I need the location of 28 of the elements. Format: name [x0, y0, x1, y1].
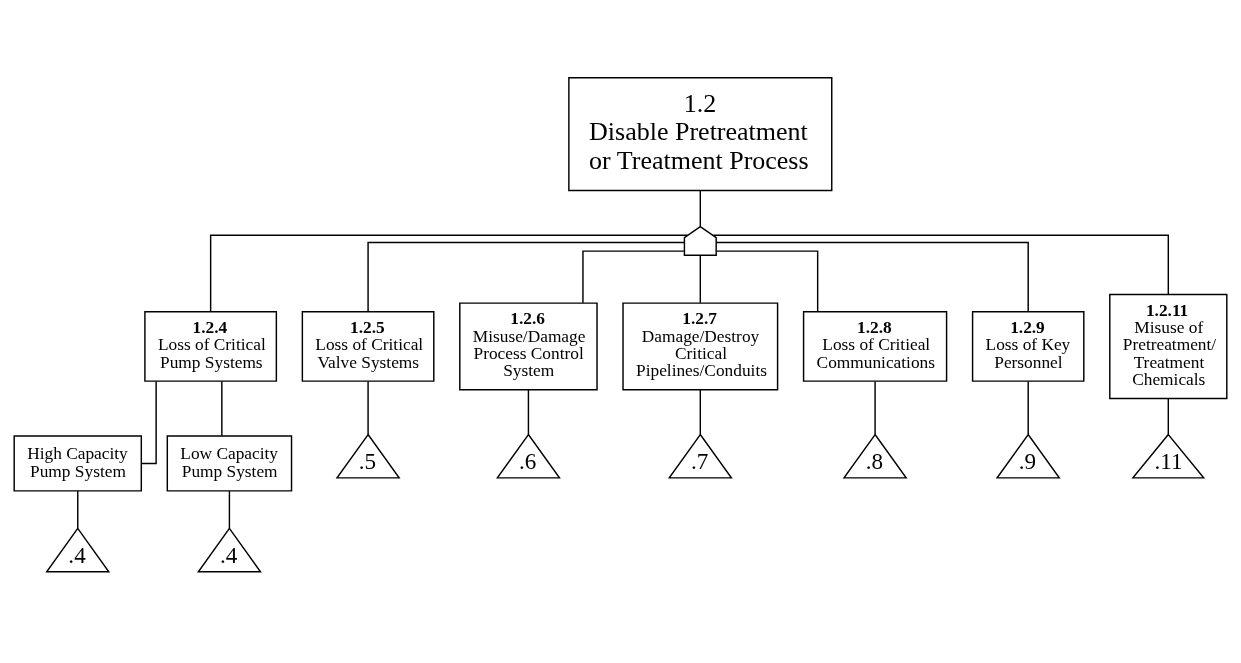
connector: [228, 489, 231, 529]
connector: [699, 254, 702, 303]
node-box: High Capacity Pump System: [13, 434, 143, 492]
connector: [582, 249, 685, 303]
connector: [221, 380, 223, 437]
node-box: 1.2.4 Loss of Critical Pump Systems: [144, 310, 278, 382]
connector: [1027, 380, 1029, 435]
node-box: 1.2.7 Damage/Destroy Critical Pipelines/Conduits: [622, 301, 779, 390]
node-box: Low Capacity Pump System: [166, 434, 293, 492]
connector: [367, 241, 685, 312]
connector: [699, 388, 702, 435]
connector: [699, 189, 702, 227]
connector: [1167, 397, 1170, 435]
node-box: 1.2.5 Loss of Critical Valve Systems: [301, 310, 435, 382]
node-box: 1.2.6 Misuse/Damage Process Control System: [459, 301, 598, 390]
connector: [77, 489, 79, 529]
node-box: 1.2.11 Misuse of Pretreatment/ Treatment Chemicals: [1109, 293, 1228, 399]
connector: [712, 234, 1170, 295]
node-box: 1.2 Disable Pretreatment or Treatment Process: [568, 76, 833, 191]
connector: [715, 249, 819, 312]
connector: [527, 388, 530, 435]
connector: [715, 241, 1029, 312]
connector: [874, 380, 876, 435]
connector: [209, 234, 689, 312]
node-box: 1.2.9 Loss of Key Personnel: [971, 310, 1085, 382]
node-gate: [683, 225, 717, 256]
connector: [367, 380, 369, 435]
node-box: 1.2.8 Loss of Critieal Communications: [802, 310, 948, 382]
